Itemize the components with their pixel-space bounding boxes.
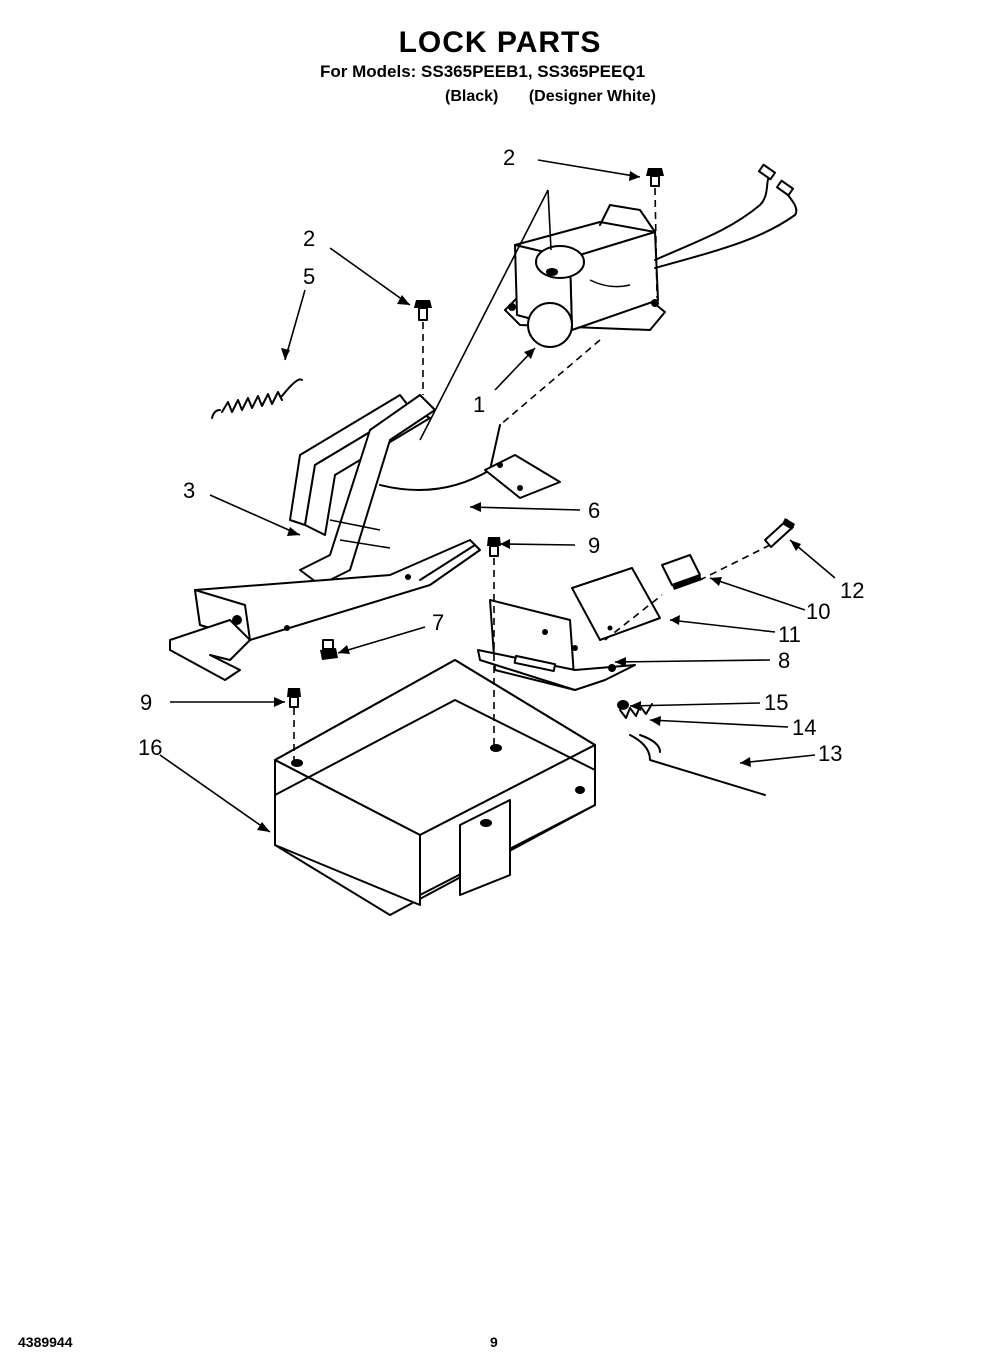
spring-part	[211, 378, 303, 419]
callout-16: 16	[138, 735, 162, 760]
screw-part-9-upper	[487, 537, 501, 557]
callout-5: 5	[303, 264, 315, 289]
lock-motor-assembly	[504, 163, 798, 348]
callout-1: 1	[473, 392, 485, 417]
variant-black-label: (Black)	[445, 88, 499, 105]
model-variants: (Black) (Designer White)	[445, 88, 656, 106]
callout-3: 3	[183, 478, 195, 503]
screw-part-9-lower	[287, 688, 301, 708]
callout-9-lower: 9	[140, 690, 152, 715]
assembly-guide-lines	[293, 187, 771, 760]
callout-12: 12	[840, 578, 864, 603]
callout-14: 14	[792, 715, 816, 740]
variant-white-label: (Designer White)	[528, 88, 656, 105]
rod-part	[629, 734, 766, 796]
callout-9-upper: 9	[588, 533, 600, 558]
document-number: 4389944	[18, 1334, 73, 1350]
switch-part	[661, 554, 702, 590]
screw-left	[414, 300, 432, 321]
lock-link-and-bracket	[169, 394, 561, 681]
nut-part-15	[617, 700, 629, 710]
screw-part-12	[764, 518, 795, 548]
callout-13: 13	[818, 741, 842, 766]
page-number: 9	[490, 1334, 498, 1350]
screw-top-right	[646, 168, 664, 187]
callout-2-left: 2	[303, 226, 315, 251]
callout-15: 15	[764, 690, 788, 715]
callout-labels: 2 2 5 1 3 6 9 12 10 7 11 8 9 15 14 16 13	[138, 145, 864, 766]
callout-7: 7	[432, 610, 444, 635]
base-box	[274, 659, 596, 916]
callout-10: 10	[806, 599, 830, 624]
spring-part-14	[619, 703, 653, 719]
page-title: LOCK PARTS	[398, 26, 602, 59]
model-numbers: For Models: SS365PEEB1, SS365PEEQ1	[320, 62, 646, 81]
callout-11: 11	[778, 622, 801, 647]
switch-cover-plate	[571, 567, 661, 641]
screw-part-7	[320, 639, 338, 660]
callout-8: 8	[778, 648, 790, 673]
leader-lines	[159, 159, 836, 833]
callout-2-top: 2	[503, 145, 515, 170]
callout-6: 6	[588, 498, 600, 523]
